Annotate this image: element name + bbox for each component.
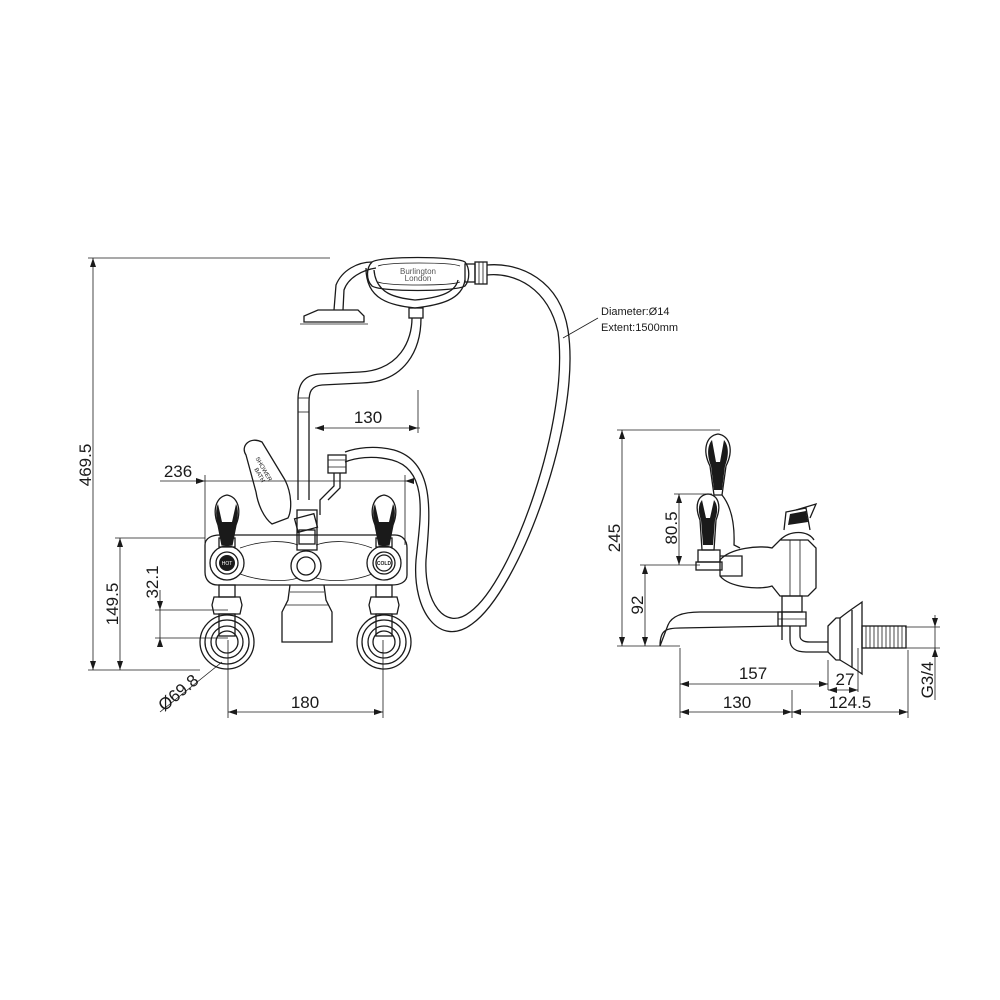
cold-label: COLD — [377, 561, 392, 567]
thread-lines — [865, 626, 903, 648]
hose-connector — [319, 454, 347, 515]
dimension-lever-height: 80.5 — [662, 493, 712, 565]
dim-lever-height-label: 80.5 — [662, 511, 681, 544]
dim-centres-label: 180 — [291, 693, 319, 712]
dim-side-height-label: 245 — [605, 524, 624, 552]
side-spout — [659, 611, 783, 647]
hot-lever — [214, 494, 240, 548]
dimension-overall-height: 469.5 — [76, 257, 330, 671]
side-lever-front — [695, 493, 743, 577]
dimension-flange-depth: 27 — [828, 648, 859, 693]
front-view: 469.5 149.5 32.1 236 — [76, 256, 678, 718]
dim-inlet-height-label: 149.5 — [103, 583, 122, 626]
dimension-side-height: 245 — [605, 429, 720, 647]
hot-inlet — [199, 584, 255, 670]
hose-note: Diameter:Ø14 Extent:1500mm — [562, 306, 678, 339]
bath-spout — [281, 584, 333, 643]
hot-label: HOT — [222, 561, 233, 567]
side-lever-rear — [705, 433, 741, 549]
handset-brand-text: Burlington — [400, 267, 436, 276]
side-inlet — [789, 600, 907, 676]
dim-spout-height-label: 92 — [628, 596, 647, 615]
dimension-spout-height: 92 — [628, 564, 700, 646]
hose-extent-text: Extent:1500mm — [601, 322, 678, 334]
side-view: 245 80.5 92 157 — [605, 429, 940, 718]
hose-diameter-text: Diameter:Ø14 — [601, 306, 669, 318]
dim-body-projection-label: 130 — [723, 693, 751, 712]
cold-inlet — [356, 584, 412, 670]
dimension-centres: 180 — [227, 640, 384, 718]
dimension-projection: 130 124.5 — [680, 650, 909, 718]
dim-handset-offset-label: 130 — [354, 408, 382, 427]
dim-inlet-length-label: 124.5 — [829, 693, 872, 712]
dimension-inlet-height: 149.5 — [103, 537, 205, 670]
dimension-thread: G3/4 — [905, 615, 940, 700]
shower-handset: Burlington London — [297, 256, 488, 500]
dim-overall-height-label: 469.5 — [76, 444, 95, 487]
cold-lever — [371, 494, 397, 548]
handset-brand-sub-text: London — [405, 274, 432, 283]
shower-hose — [344, 264, 571, 633]
diverter-lever: SHOWER BATH — [243, 439, 319, 534]
dimension-valve-offset: 32.1 — [143, 565, 228, 647]
dim-flange-depth-label: 27 — [836, 670, 855, 689]
dim-spout-reach-label: 157 — [739, 664, 767, 683]
dim-thread-label: G3/4 — [918, 662, 937, 699]
side-diverter — [783, 502, 818, 531]
dim-valve-offset-label: 32.1 — [143, 565, 162, 598]
dimension-handset-offset: 130 — [315, 390, 420, 433]
side-valve-body — [719, 531, 817, 627]
dim-body-width-label: 236 — [164, 462, 192, 481]
dim-flange-diameter-label: Ø69.8 — [155, 671, 203, 715]
valve-body: HOT COLD — [204, 509, 408, 586]
dimension-spout-reach: 157 — [679, 648, 829, 718]
